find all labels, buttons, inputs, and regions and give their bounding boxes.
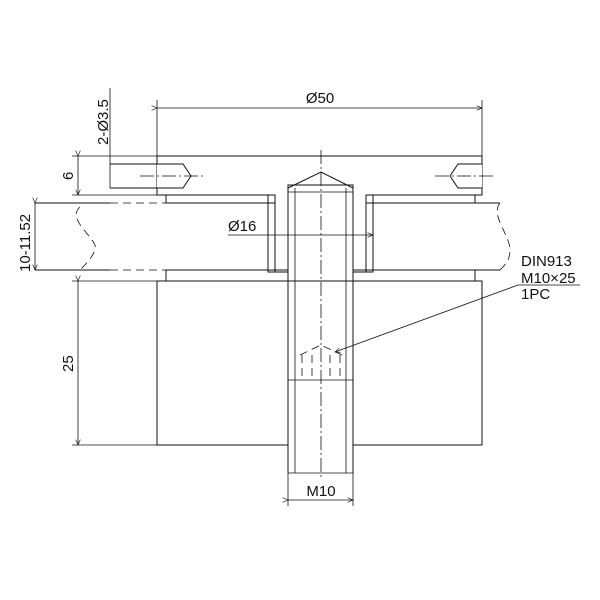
- dim-cap-thickness-label: 6: [60, 172, 77, 180]
- screw-callout: DIN913 M10×25 1PC: [335, 253, 580, 352]
- dim-bore-diameter: Ø16: [228, 218, 373, 235]
- dim-hole-spec-label: 2-Ø3.5: [95, 99, 112, 145]
- dim-hole-spec: 2-Ø3.5: [95, 88, 112, 188]
- dim-base-height: 25: [60, 281, 157, 445]
- callout-standard: DIN913: [521, 253, 572, 270]
- dim-glass-thickness: 10-11.52: [17, 203, 35, 272]
- dim-base-height-label: 25: [60, 355, 77, 372]
- set-screw: [287, 150, 354, 478]
- gasket: [165, 194, 476, 282]
- side-hole-right: [435, 163, 493, 189]
- callout-quantity: 1PC: [521, 286, 550, 303]
- dim-thread: M10: [288, 473, 353, 506]
- side-hole-left: [110, 163, 205, 189]
- dim-cap-thickness: 6: [60, 156, 166, 195]
- dim-glass-thickness-label: 10-11.52: [17, 214, 34, 272]
- dim-thread-label: M10: [306, 483, 335, 500]
- dim-outer-diameter: Ø50: [157, 90, 482, 156]
- top-cap: [156, 155, 483, 273]
- glass-panel: [35, 202, 511, 271]
- base-block: [156, 280, 483, 446]
- callout-size: M10×25: [521, 270, 576, 287]
- dim-outer-diameter-label: Ø50: [306, 90, 334, 107]
- dim-bore-diameter-label: Ø16: [228, 218, 256, 235]
